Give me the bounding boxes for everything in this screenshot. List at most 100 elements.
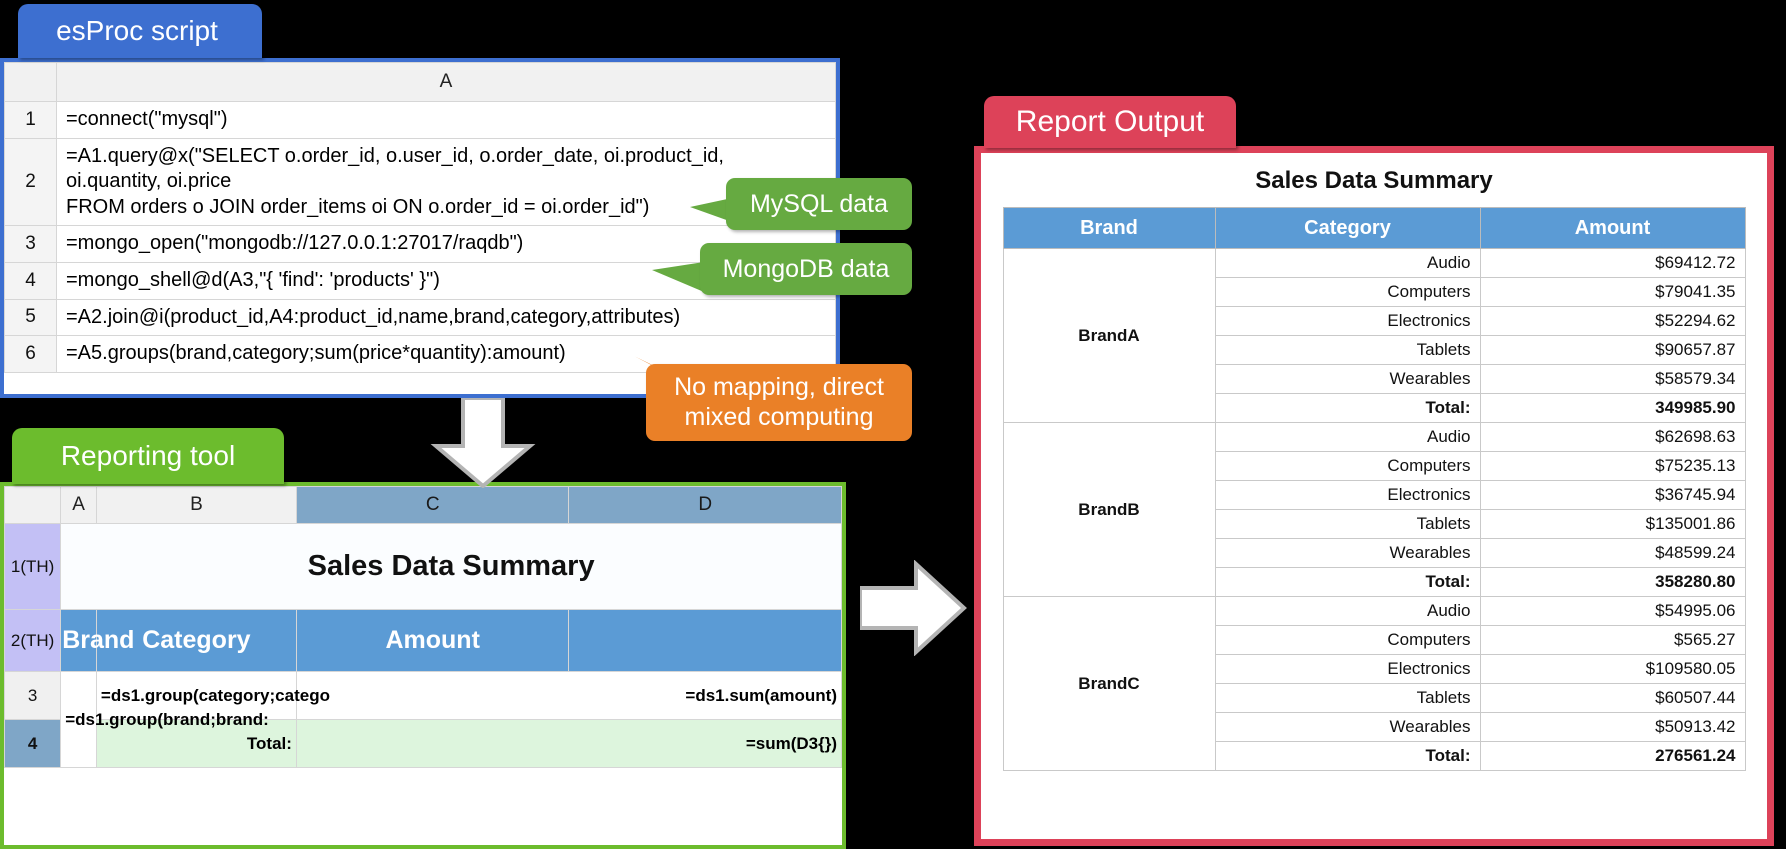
table-row: Wearables $50913.42 [1003,712,1746,742]
esproc-row-number[interactable]: 4 [4,261,57,300]
mysql-callout: MySQL data [726,178,912,230]
report-output-amount: $36745.94 [1479,480,1746,510]
table-row: Electronics $52294.62 [1003,306,1746,336]
report-output-category: Computers [1214,277,1481,307]
report-output-col-category: Category [1214,207,1481,249]
esproc-row-number[interactable]: 5 [4,298,57,337]
table-row: Electronics $36745.94 [1003,480,1746,510]
report-output-brand: BrandB [1002,422,1216,597]
esproc-row-1: 1 =connect("mysql") [4,101,836,139]
mongodb-callout-tail [652,262,704,292]
table-row: BrandC Audio $54995.06 [1002,596,1746,771]
report-output-amount: $109580.05 [1479,654,1746,684]
report-output-total-label: Total: [1214,393,1481,423]
esproc-row-2: 2 =A1.query@x("SELECT o.order_id, o.user… [4,137,836,227]
report-output-amount: $90657.87 [1479,335,1746,365]
report-output-category: Electronics [1214,480,1481,510]
esproc-column-header-row: A [4,62,836,102]
report-output-amount: $62698.63 [1479,422,1746,452]
table-row: Electronics $109580.05 [1003,654,1746,684]
reporting-cell-title[interactable]: Sales Data Summary [60,523,842,610]
table-row-total: Total: 349985.90 [1003,393,1746,423]
report-output-total-amount: 358280.80 [1479,567,1746,597]
report-output-category: Electronics [1214,654,1481,684]
mongodb-callout-label: MongoDB data [722,254,890,283]
esproc-cell-a5[interactable]: =A2.join@i(product_id,A4:product_id,name… [56,298,836,337]
reporting-corner-cell [3,486,62,524]
report-output-category: Wearables [1214,538,1481,568]
report-output-total-amount: 349985.90 [1479,393,1746,423]
report-output-tab: Report Output [984,96,1236,148]
table-row: Computers $75235.13 [1003,451,1746,481]
flow-arrow-right-icon [860,560,967,656]
reporting-row-4: 4 Total: =sum(D3{}) [3,719,843,768]
report-output-col-brand: Brand [1002,207,1216,249]
report-output-amount: $69412.72 [1479,248,1746,278]
reporting-row-header-3[interactable]: 3 [3,671,62,720]
report-output-total-label: Total: [1214,741,1481,771]
reporting-cell-amount-header[interactable]: Amount [295,609,570,672]
reporting-cell-brand-formula[interactable]: =ds1.group(brand;brand: [60,671,269,768]
reporting-column-header-b[interactable]: B [95,486,297,524]
report-output-category: Computers [1214,625,1481,655]
reporting-cell-total-formula[interactable]: =sum(D3{}) [295,719,843,768]
report-output-category: Tablets [1214,509,1481,539]
report-output-table: Brand Category Amount BrandA Audio $6941… [1002,207,1746,771]
table-row: Tablets $90657.87 [1003,335,1746,365]
report-output-brand: BrandA [1002,248,1216,423]
report-output-col-amount: Amount [1479,207,1746,249]
esproc-row-number[interactable]: 6 [4,335,57,373]
reporting-column-header-c[interactable]: C [295,486,570,524]
report-output-category: Wearables [1214,712,1481,742]
reporting-row-header-2[interactable]: 2(TH) [3,609,62,672]
esproc-script-tab: esProc script [18,4,262,58]
table-row: Tablets $135001.86 [1003,509,1746,539]
reporting-row-header-1[interactable]: 1(TH) [3,523,62,610]
reporting-cell-category-header[interactable]: Category [95,609,297,672]
esproc-row-number[interactable]: 1 [4,101,57,139]
reporting-row-header-4[interactable]: 4 [3,719,62,768]
reporting-cell-amount-header-d[interactable] [568,609,842,672]
table-row: Tablets $60507.44 [1003,683,1746,713]
table-row-total: Total: 276561.24 [1003,741,1746,771]
reporting-grid: A B C D 1(TH) Sales Data Summary 2(TH) B… [3,486,843,768]
table-row: BrandB Audio $62698.63 [1002,422,1746,597]
report-output-amount: $135001.86 [1479,509,1746,539]
mysql-callout-tail [690,198,732,222]
reporting-row-2: 2(TH) Brand Category Amount [3,609,842,672]
reporting-cell-total-label[interactable]: Total: [95,719,297,768]
report-output-category: Tablets [1214,335,1481,365]
flow-arrow-down-icon [430,398,536,488]
reporting-column-header-a[interactable]: A [60,486,97,524]
esproc-cell-a1[interactable]: =connect("mysql") [56,101,836,139]
report-output-tab-label: Report Output [1015,105,1205,138]
esproc-script-tab-label: esProc script [56,15,218,46]
reporting-cell-brand-header[interactable]: Brand [60,609,134,672]
mysql-callout-label: MySQL data [749,189,889,218]
esproc-row-number[interactable]: 2 [4,137,57,227]
report-output-header-row: Brand Category Amount [1002,207,1746,249]
report-output-amount: $79041.35 [1479,277,1746,307]
report-output-category: Computers [1214,451,1481,481]
reporting-cell-amount-formula[interactable]: =ds1.sum(amount) [295,671,843,720]
nomapping-callout-label: No mapping, direct mixed computing [674,373,884,431]
report-output-amount: $60507.44 [1479,683,1746,713]
table-row: Computers $79041.35 [1003,277,1746,307]
reporting-cell-category-formula[interactable]: =ds1.group(category;catego [95,671,330,720]
esproc-row-number[interactable]: 3 [4,225,57,263]
report-output-amount: $48599.24 [1479,538,1746,568]
report-output-amount: $565.27 [1479,625,1746,655]
report-output-category: Wearables [1214,364,1481,394]
esproc-column-header-a[interactable]: A [56,62,836,102]
nomapping-callout: No mapping, direct mixed computing [646,364,912,441]
report-output-category: Electronics [1214,306,1481,336]
table-row-total: Total: 358280.80 [1003,567,1746,597]
reporting-column-header-d[interactable]: D [568,486,842,524]
report-output-brand: BrandC [1002,596,1216,771]
report-output-title: Sales Data Summary [1255,167,1493,194]
table-row: Wearables $48599.24 [1003,538,1746,568]
reporting-tool-panel: A B C D 1(TH) Sales Data Summary 2(TH) B… [0,482,846,849]
reporting-column-header-row: A B C D [3,486,842,524]
reporting-row-1: 1(TH) Sales Data Summary [3,523,842,610]
report-output-category: Audio [1214,422,1481,452]
